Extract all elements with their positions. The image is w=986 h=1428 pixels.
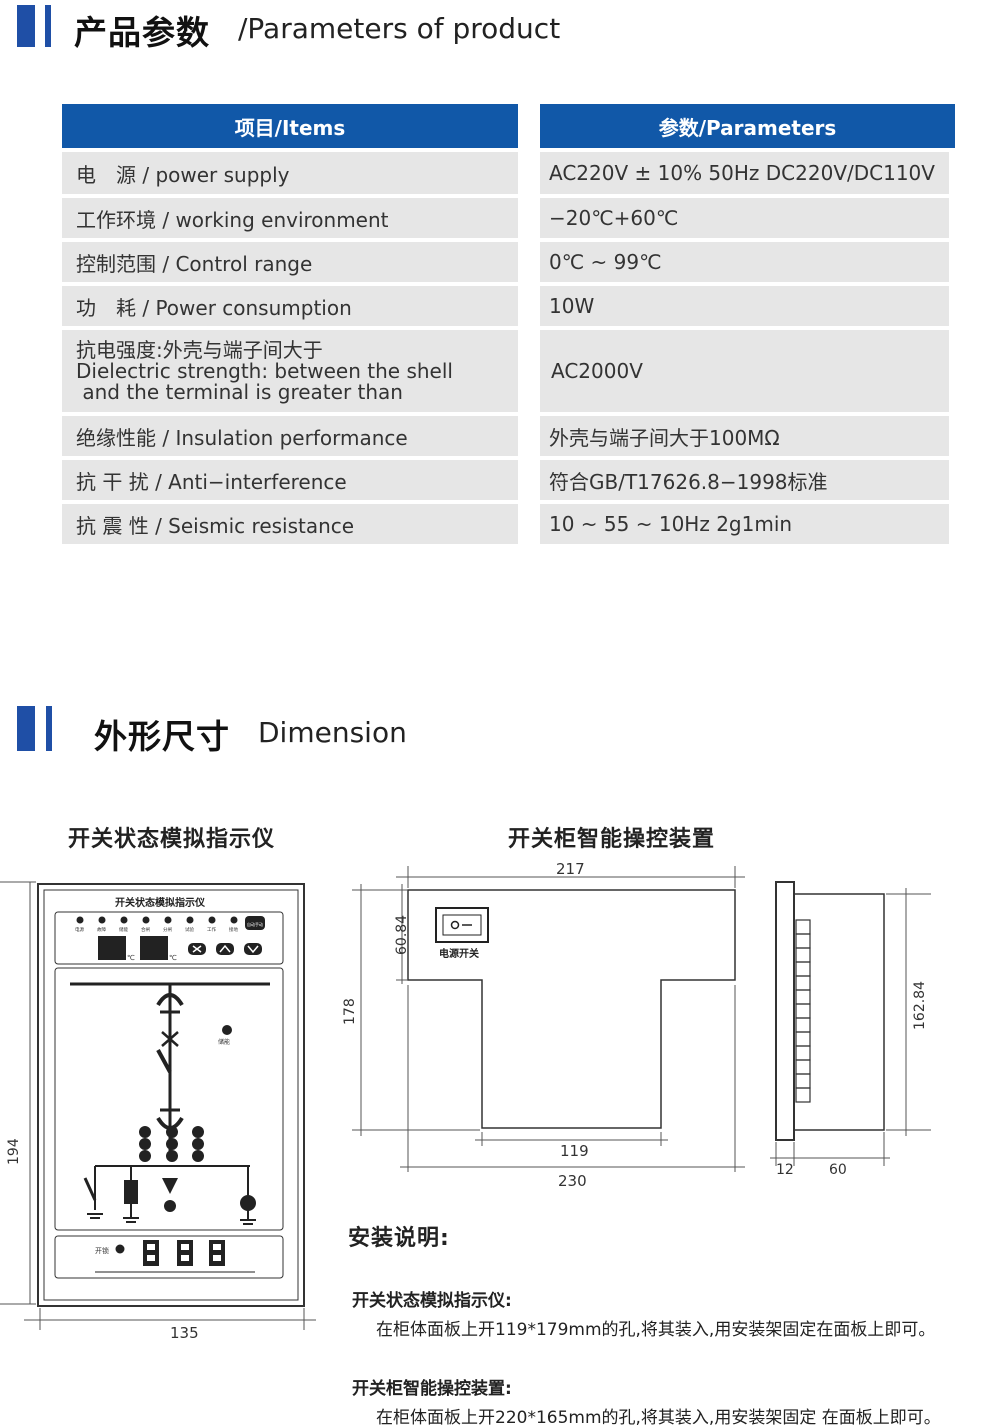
temp-unit: ℃ [169, 954, 177, 962]
table-row-param: AC220V ± 10% 50Hz DC220V/DC110V [540, 152, 949, 194]
power-switch-label: 电源开关 [439, 947, 479, 960]
led-label: 试验 [185, 926, 194, 933]
left-dim-height: 194 [6, 1138, 22, 1165]
table-row-param: −20℃+60℃ [540, 198, 949, 238]
right-dim-total-height: 178 [342, 998, 358, 1025]
table-row-param: 10W [540, 286, 949, 326]
led-label: 合闸 [141, 926, 150, 933]
table-row-param: 外壳与端子间大于100MΩ [540, 416, 949, 456]
table-row-item: 工作环境 / working environment [62, 198, 518, 238]
temp-unit: ℃ [127, 954, 135, 962]
section-bar-thick [17, 5, 35, 47]
table-row-param: AC2000V [540, 330, 949, 412]
section-title-en: Dimension [258, 716, 407, 749]
section-title-en: /Parameters of product [238, 12, 561, 45]
table-row-item: 电 源 / power supply [62, 152, 518, 194]
right-device-side-drawing: 162.84 12 60 [770, 881, 931, 1178]
led-label: 接地 [229, 926, 238, 933]
left-device-caption: 开关状态模拟指示仪 [68, 827, 276, 852]
table-header-items: 项目/Items [62, 104, 518, 148]
left-device-drawing: 194 135 开关状态模拟指示仪 电源 故障 储能 合闸 分闸 试验 工作 接… [0, 881, 316, 1342]
table-row-item: 控制范围 / Control range [62, 242, 518, 282]
table-row-item: 抗 干 扰 / Anti−interference [62, 460, 518, 500]
led-label: 电源 [75, 926, 84, 933]
table-row-param: 0℃ ~ 99℃ [540, 242, 949, 282]
side-dim-b: 60 [829, 1162, 847, 1178]
store-label: 储能 [218, 1038, 230, 1046]
table-row-item: 绝缘性能 / Insulation performance [62, 416, 518, 456]
led-label: 故障 [97, 926, 106, 933]
table-row-item: 抗电强度:外壳与端子间大于 Dielectric strength: betwe… [62, 330, 518, 412]
section-title-cn: 产品参数 [74, 13, 210, 52]
table-row-param: 符合GB/T17626.8−1998标准 [540, 460, 949, 500]
install-title: 安装说明: [348, 1226, 450, 1251]
left-dim-width: 135 [170, 1324, 199, 1342]
side-dim-a: 12 [776, 1162, 794, 1178]
side-dim-height: 162.84 [912, 981, 928, 1030]
switch-label: 开锁 [95, 1246, 109, 1255]
led-label: 分闸 [163, 926, 172, 933]
right-device-front-drawing: 217 60.84 178 电源开关 119 230 [342, 860, 745, 1190]
section-bar-thin [45, 5, 51, 47]
right-dim-base: 230 [558, 1172, 587, 1190]
table-row-param: 10 ~ 55 ~ 10Hz 2g1min [540, 504, 949, 544]
install-heading: 开关柜智能操控装置: [352, 1379, 512, 1399]
section-title-cn: 外形尺寸 [94, 717, 230, 756]
section-bar-thin [46, 706, 52, 751]
right-dim-upper: 60.84 [394, 915, 410, 955]
right-device-caption: 开关柜智能操控装置 [508, 827, 716, 852]
panel-title: 开关状态模拟指示仪 [115, 896, 206, 909]
section-bar-thick [17, 706, 35, 751]
install-text: 在柜体面板上开220*165mm的孔,将其装入,用安装架固定 在面板上即可。 [376, 1408, 941, 1428]
table-header-parameters: 参数/Parameters [540, 104, 955, 148]
install-heading: 开关状态模拟指示仪: [352, 1291, 512, 1311]
led-label: 储能 [119, 926, 128, 933]
led-label: 工作 [207, 926, 216, 933]
mode-label: 自动手动 [247, 921, 263, 927]
right-dim-neck: 119 [560, 1142, 589, 1160]
table-row-item: 功 耗 / Power consumption [62, 286, 518, 326]
install-text: 在柜体面板上开119*179mm的孔,将其装入,用安装架固定在面板上即可。 [376, 1320, 936, 1340]
right-dim-top: 217 [556, 860, 585, 878]
table-row-item: 抗 震 性 / Seismic resistance [62, 504, 518, 544]
